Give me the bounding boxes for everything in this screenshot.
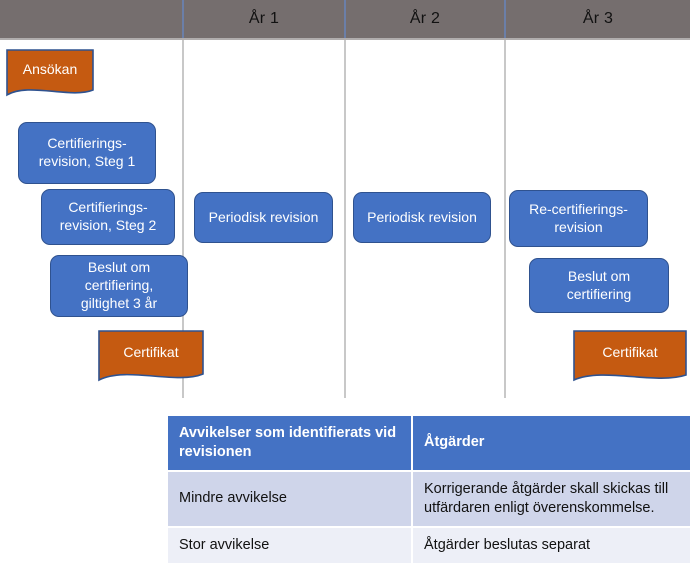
table-row: Mindre avvikelse Korrigerande åtgärder s… <box>166 469 690 528</box>
deviations-table-head: Avvikelser som identifierats vid revisio… <box>166 414 690 472</box>
header-col-year3: År 3 <box>582 10 614 27</box>
box-periodisk-revision-year2-label: Periodisk revision <box>367 208 477 225</box>
banner-certifikat-year3-shape <box>573 330 687 382</box>
column-guide-1 <box>182 40 184 398</box>
banner-certifikat-year3: Certifikat <box>573 330 687 386</box>
column-guide-3 <box>504 40 506 398</box>
table-header-row: Avvikelser som identifierats vid revisio… <box>166 414 690 472</box>
header-underline <box>0 38 690 40</box>
box-re-certifieringsrevision-label: Re-certifierings- revision <box>529 200 628 235</box>
box-certifieringsrevision-steg2[interactable]: Certifierings- revision, Steg 2 <box>41 189 175 245</box>
header-divider-3 <box>504 0 506 38</box>
table-cell-deviation-minor: Mindre avvikelse <box>166 469 413 528</box>
box-beslut-om-certifiering-giltighet[interactable]: Beslut om certifiering, giltighet 3 år <box>50 255 188 317</box>
header-col-year2: År 2 <box>409 10 441 27</box>
header-col-blank <box>0 0 182 38</box>
table-row: Stor avvikelse Åtgärder beslutas separat <box>166 525 690 565</box>
box-beslut-om-certifiering[interactable]: Beslut om certifiering <box>529 258 669 313</box>
box-periodisk-revision-year2[interactable]: Periodisk revision <box>353 192 491 243</box>
header-col-year1: År 1 <box>248 10 280 27</box>
box-beslut-om-certifiering-label: Beslut om certifiering <box>566 267 632 302</box>
table-header-deviations: Avvikelser som identifierats vid revisio… <box>166 414 413 472</box>
header-divider-1 <box>182 0 184 38</box>
table-cell-action-minor: Korrigerande åtgärder skall skickas till… <box>411 469 690 528</box>
banner-ansokan: Ansökan <box>6 49 94 101</box>
deviations-table-wrapper: Avvikelser som identifierats vid revisio… <box>166 414 690 565</box>
box-beslut-om-certifiering-giltighet-label: Beslut om certifiering, giltighet 3 år <box>80 259 158 311</box>
box-periodisk-revision-year1[interactable]: Periodisk revision <box>194 192 333 243</box>
deviations-table-body: Mindre avvikelse Korrigerande åtgärder s… <box>166 469 690 565</box>
box-certifieringsrevision-steg1[interactable]: Certifierings- revision, Steg 1 <box>18 122 156 184</box>
banner-certifikat-year0: Certifikat <box>98 330 204 386</box>
table-cell-deviation-major: Stor avvikelse <box>166 525 413 565</box>
deviations-table: Avvikelser som identifierats vid revisio… <box>166 414 690 565</box>
column-guide-2 <box>344 40 346 398</box>
table-header-actions: Åtgärder <box>411 414 690 472</box>
box-certifieringsrevision-steg1-label: Certifierings- revision, Steg 1 <box>38 135 136 169</box>
box-periodisk-revision-year1-label: Periodisk revision <box>208 208 319 225</box>
header-divider-2 <box>344 0 346 38</box>
banner-certifikat-year0-shape <box>98 330 204 382</box>
box-re-certifieringsrevision[interactable]: Re-certifierings- revision <box>509 190 648 247</box>
banner-ansokan-shape <box>6 49 94 97</box>
box-certifieringsrevision-steg2-label: Certifierings- revision, Steg 2 <box>59 199 157 233</box>
table-cell-action-major: Åtgärder beslutas separat <box>411 525 690 565</box>
